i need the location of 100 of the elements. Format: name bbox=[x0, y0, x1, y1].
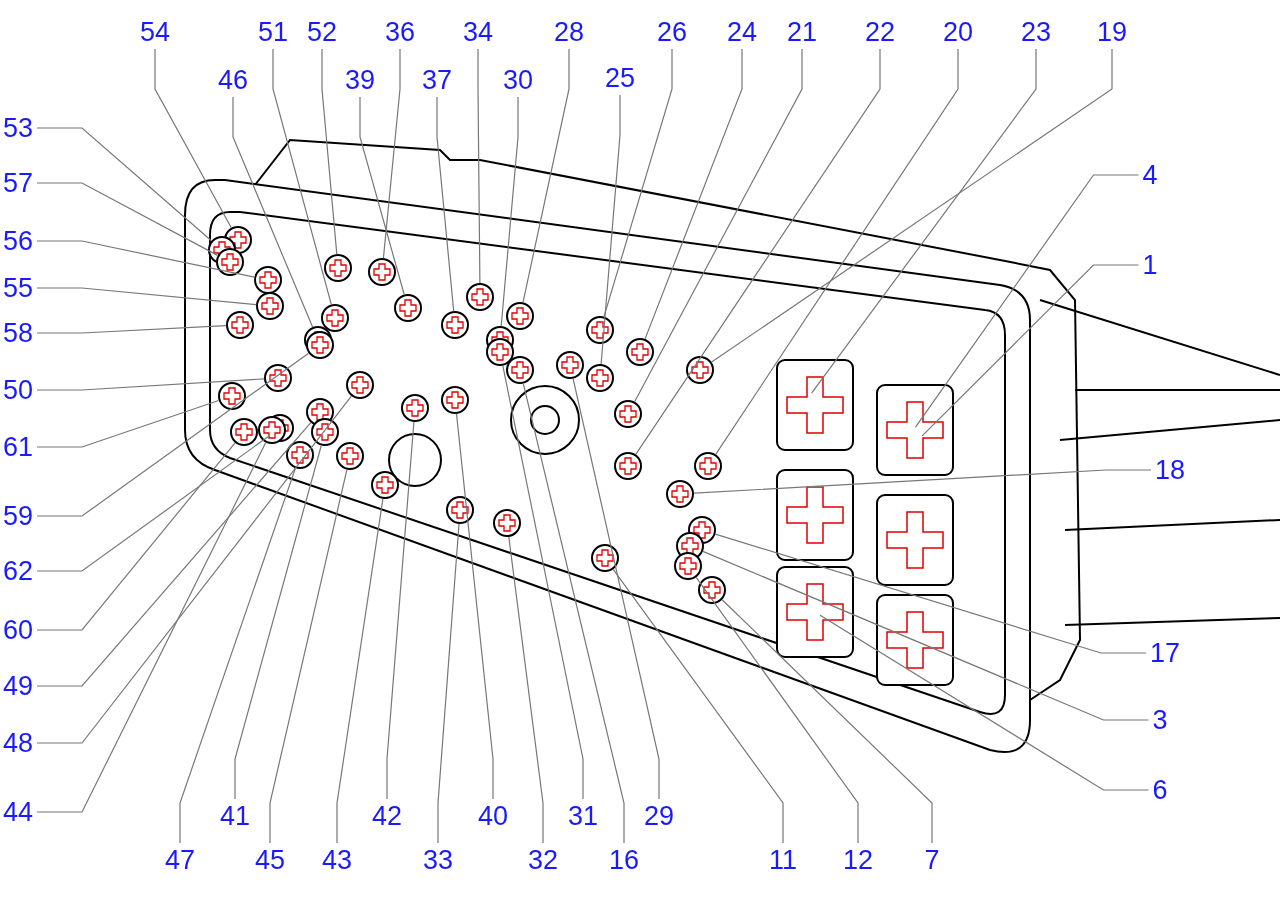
leader-line bbox=[382, 48, 401, 259]
callout-number: 52 bbox=[307, 17, 338, 47]
callout-number: 45 bbox=[255, 845, 286, 875]
leader-line bbox=[508, 536, 544, 844]
leader-line bbox=[603, 48, 673, 318]
callout-number: 18 bbox=[1155, 455, 1186, 485]
leader-line bbox=[477, 48, 481, 284]
callout-number: 26 bbox=[657, 17, 688, 47]
callout-number: 7 bbox=[924, 845, 940, 875]
callout-number: 60 bbox=[3, 615, 34, 645]
callout-number: 23 bbox=[1021, 17, 1052, 47]
callout-number: 16 bbox=[609, 845, 640, 875]
leader-line bbox=[234, 444, 322, 800]
leader-line bbox=[359, 96, 405, 296]
leader-line bbox=[644, 48, 743, 340]
callout-number: 39 bbox=[345, 65, 376, 95]
leader-line bbox=[36, 378, 265, 391]
leader-line bbox=[721, 599, 933, 844]
leader-line bbox=[36, 325, 227, 334]
callout-number: 19 bbox=[1097, 17, 1128, 47]
callout-number: 36 bbox=[385, 17, 416, 47]
leader-line bbox=[714, 533, 1147, 654]
callout-number: 59 bbox=[3, 501, 34, 531]
leader-line bbox=[612, 568, 784, 844]
leader-line bbox=[695, 576, 859, 844]
callout-number: 43 bbox=[322, 845, 353, 875]
leader-line bbox=[36, 395, 352, 744]
leader-line bbox=[36, 399, 220, 448]
leader-line bbox=[36, 441, 267, 813]
callout-number: 57 bbox=[3, 168, 34, 198]
leader-line bbox=[600, 94, 621, 365]
leader-line bbox=[811, 48, 1037, 394]
callout-number: 58 bbox=[3, 318, 34, 348]
callout-number: 34 bbox=[463, 17, 494, 47]
leader-line bbox=[272, 48, 332, 306]
leader-line bbox=[336, 498, 384, 844]
callout-number: 47 bbox=[165, 845, 196, 875]
leader-line bbox=[693, 469, 1152, 494]
callout-number: 55 bbox=[3, 273, 34, 303]
callout-number: 56 bbox=[3, 226, 34, 256]
callout-number: 46 bbox=[218, 65, 249, 95]
leader-line bbox=[819, 614, 1150, 791]
callout-number: 28 bbox=[554, 17, 585, 47]
leader-line bbox=[500, 96, 519, 327]
leader-line bbox=[36, 240, 255, 278]
callout-number: 20 bbox=[943, 17, 974, 47]
leader-line bbox=[522, 383, 625, 844]
callout-number: 61 bbox=[3, 432, 34, 462]
leader-line bbox=[179, 467, 296, 844]
leader-line bbox=[921, 264, 1140, 437]
callout-number: 29 bbox=[644, 801, 675, 831]
leader-line bbox=[321, 48, 338, 255]
callout-number: 21 bbox=[787, 17, 818, 47]
leader-line bbox=[522, 48, 570, 303]
callout-number: 49 bbox=[3, 671, 34, 701]
callout-number: 48 bbox=[3, 728, 34, 758]
callout-number: 62 bbox=[3, 556, 34, 586]
leader-line bbox=[386, 421, 415, 800]
leader-line bbox=[154, 48, 232, 229]
callout-number: 24 bbox=[727, 17, 758, 47]
callout-number: 33 bbox=[423, 845, 454, 875]
leader-line bbox=[436, 96, 455, 312]
callout-number: 12 bbox=[843, 845, 874, 875]
callout-number: 53 bbox=[3, 113, 34, 143]
callout-number: 32 bbox=[528, 845, 559, 875]
leader-line bbox=[36, 435, 270, 572]
callout-number: 37 bbox=[422, 65, 453, 95]
callout-number: 4 bbox=[1142, 160, 1158, 190]
callout-number: 40 bbox=[478, 801, 509, 831]
leader-line bbox=[635, 48, 881, 455]
leader-line bbox=[715, 48, 959, 455]
callout-number: 30 bbox=[503, 65, 534, 95]
leader-line bbox=[232, 96, 314, 328]
leader-line bbox=[36, 422, 312, 687]
leader-line bbox=[36, 287, 257, 306]
callout-number: 44 bbox=[3, 797, 34, 827]
callout-number: 11 bbox=[769, 845, 798, 875]
leader-line bbox=[455, 413, 494, 800]
callout-number: 17 bbox=[1150, 638, 1181, 668]
leader-line bbox=[437, 523, 460, 844]
leader-line bbox=[502, 365, 584, 800]
leader-line bbox=[269, 469, 348, 844]
callout-number: 25 bbox=[605, 63, 636, 93]
leader-line bbox=[36, 442, 236, 631]
callout-number: 6 bbox=[1152, 775, 1168, 805]
callout-number: 31 bbox=[568, 801, 599, 831]
callout-number: 42 bbox=[372, 801, 403, 831]
leader-line bbox=[711, 48, 1113, 363]
leader-line bbox=[914, 174, 1140, 428]
callout-number: 1 bbox=[1142, 250, 1158, 280]
callout-number: 22 bbox=[865, 17, 896, 47]
leader-line bbox=[702, 550, 1150, 721]
callout-number: 51 bbox=[258, 17, 289, 47]
callout-number: 41 bbox=[220, 801, 251, 831]
callout-number: 3 bbox=[1152, 705, 1168, 735]
leader-line bbox=[36, 127, 212, 242]
callout-number: 50 bbox=[3, 375, 34, 405]
leader-line bbox=[36, 182, 219, 256]
callout-number: 54 bbox=[140, 17, 171, 47]
leader-line bbox=[36, 352, 310, 517]
